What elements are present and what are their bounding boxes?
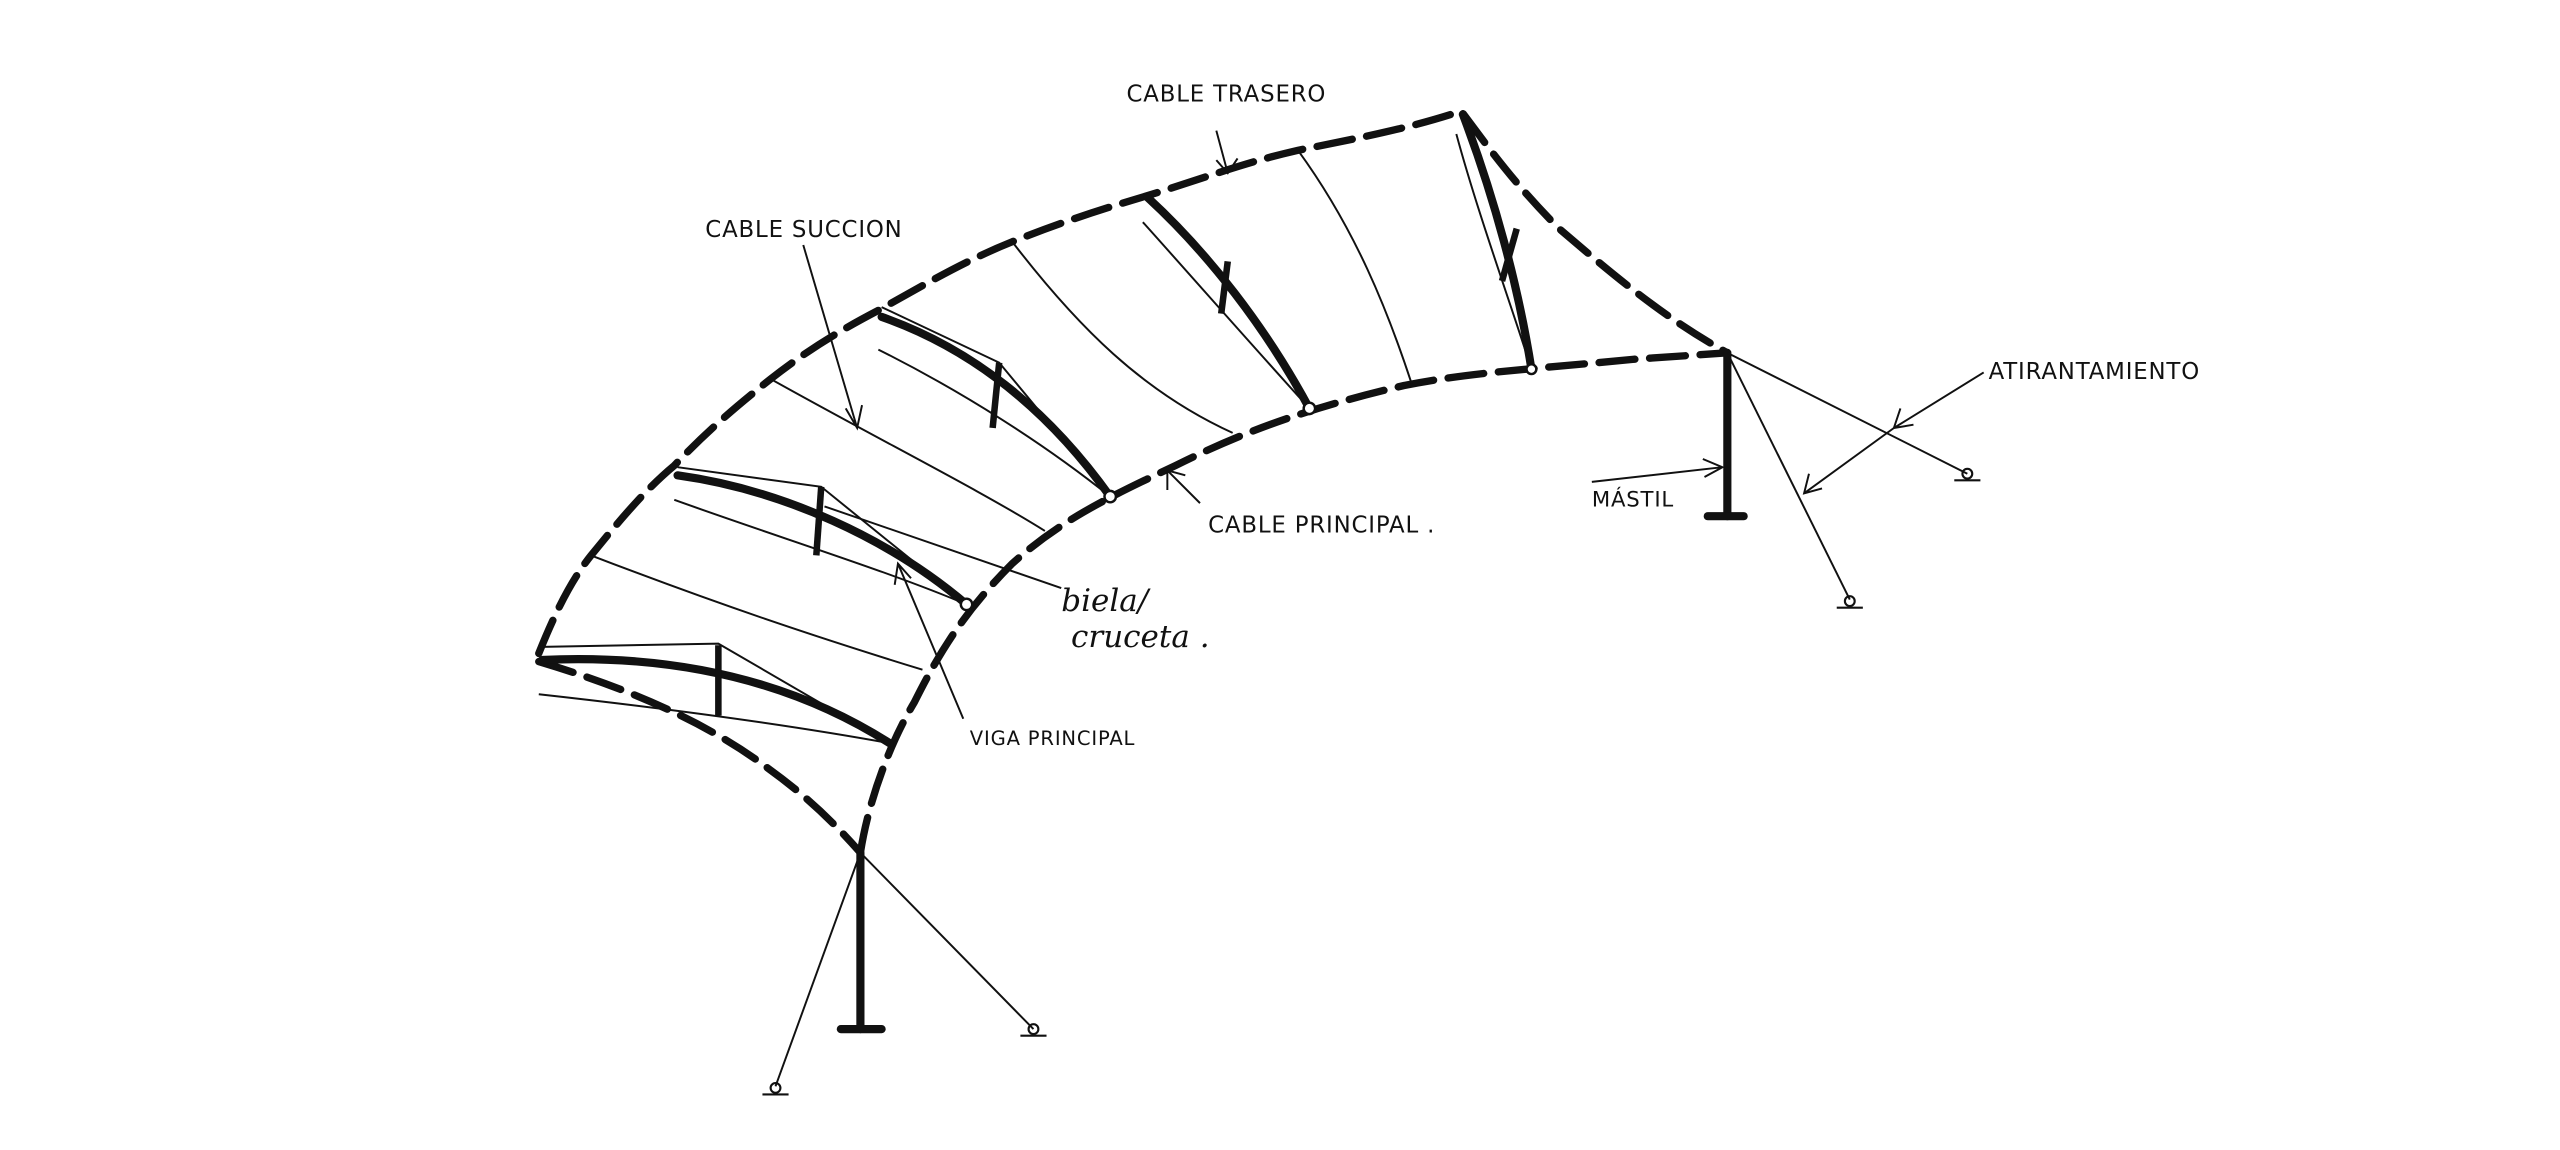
node [1302,401,1317,416]
main-cable [856,349,1732,857]
label-biela: biela/ [1061,583,1151,619]
hanger-cable [1297,149,1414,386]
main-beam [877,312,1115,501]
main-beam [1458,110,1536,374]
stay-cable [859,852,1035,1030]
label-viga-principal: VIGA PRINCIPAL [970,727,1135,750]
label-cable-succion: CABLE SUCCION [705,217,902,243]
edge-cable [535,657,865,857]
strut [989,362,1003,429]
hanger-cable [1011,241,1234,434]
lower-chord [1455,133,1533,370]
hanger-cable [770,378,1046,532]
lower-chord [877,348,1111,498]
strut [813,486,825,556]
node [959,597,974,612]
strut [1217,260,1231,315]
label-cable-trasero: CABLE TRASERO [1127,81,1327,107]
lower-chord [1142,221,1311,410]
stay-cable [1726,351,1968,475]
label-atirantamiento: ATIRANTAMIENTO [1989,359,2200,385]
lower-chord [538,693,890,745]
back-cable [535,106,1732,658]
anchor-icon [762,467,1981,1096]
hanger-cable [590,554,923,671]
upper-chord [542,642,891,745]
label-mastil: MÁSTIL [1592,486,1674,512]
node [1525,363,1538,376]
label-cable-principal: CABLE PRINCIPAL . [1208,513,1435,539]
strut [1498,227,1520,282]
main-beam [1143,193,1314,413]
leader-arrows [802,130,1985,720]
stay-cable [1726,352,1851,600]
node [1103,489,1118,504]
lower-chord [673,498,967,606]
label-cruceta: cruceta . [1071,619,1210,655]
stay-cable [774,852,862,1087]
